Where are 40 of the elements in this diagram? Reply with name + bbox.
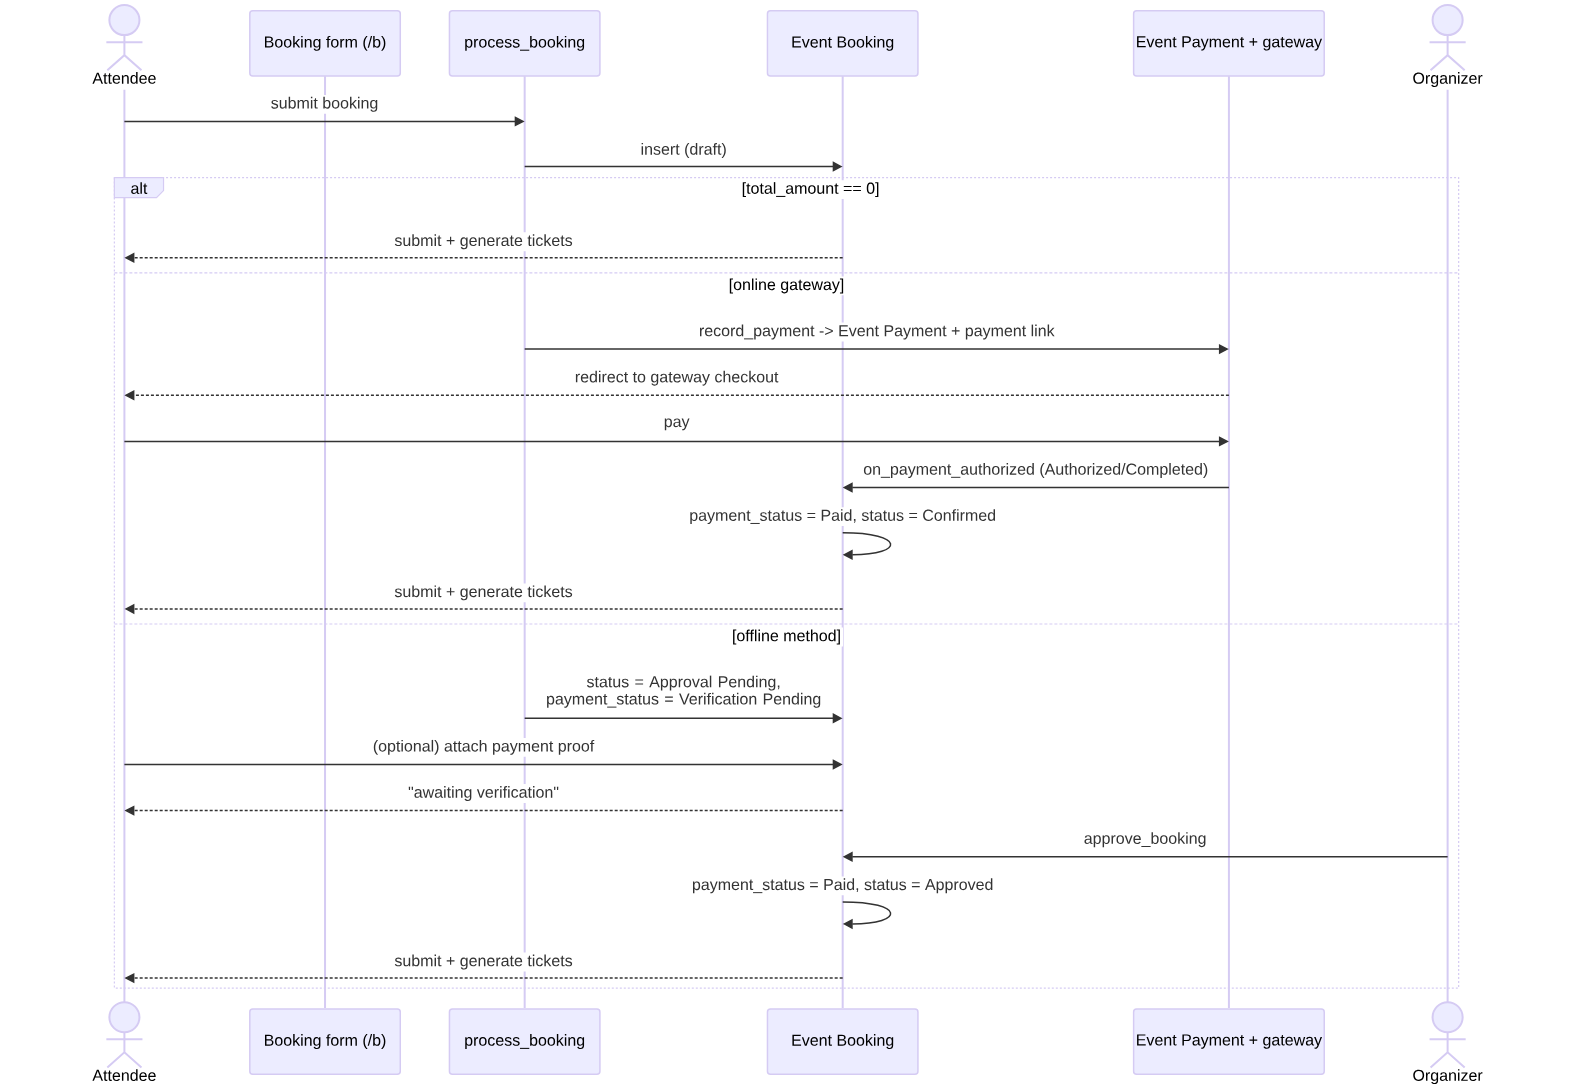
- frame-tab: alt: [113, 176, 165, 199]
- node-label: Organizer: [1413, 72, 1483, 87]
- node-label: Attendee: [92, 72, 156, 84]
- lifeline: [1227, 76, 1230, 1009]
- guard-label: [total_amount == 0]: [739, 180, 882, 200]
- actor: Organizer: [1413, 4, 1483, 87]
- node-label: Organizer: [1413, 1069, 1483, 1084]
- participant-box: Booking form (/b): [249, 1008, 402, 1075]
- message-label: pay: [661, 416, 692, 433]
- message-label: submit + generate tickets: [392, 583, 575, 603]
- message-label: status = Approval Pending, payment_status = Verification Pending: [535, 673, 833, 710]
- participant-box: Event Payment + gateway: [1132, 1008, 1325, 1075]
- message-label: (optional) attach payment proof: [370, 737, 597, 757]
- loop-arrow: [841, 531, 892, 560]
- loop-arrow: [841, 901, 892, 930]
- message-label: submit + generate tickets: [392, 952, 575, 972]
- message-label: "awaiting verification": [406, 784, 562, 803]
- actor: Organizer: [1413, 1001, 1483, 1084]
- participant-box: Event Booking: [766, 10, 919, 77]
- message-label: on_payment_authorized (Authorized/Completed): [861, 461, 1211, 480]
- message-label: payment_status = Paid, status = Approved: [689, 876, 996, 896]
- message-label: payment_status = Paid, status = Confirmed: [687, 507, 999, 527]
- node-label: Attendee: [92, 1069, 156, 1081]
- message-label: redirect to gateway checkout: [572, 368, 781, 388]
- message-label: approve_booking: [1081, 830, 1209, 850]
- message-label: insert (draft): [638, 141, 729, 160]
- message-label: record_payment -> Event Payment + payment link: [696, 322, 1057, 342]
- lifeline: [1446, 89, 1449, 1003]
- participant-box: process_booking: [448, 10, 601, 77]
- guard-label: [offline method]: [729, 627, 844, 647]
- message-label: submit booking: [268, 94, 381, 114]
- participant-box: Event Booking: [766, 1008, 919, 1075]
- participant-box: Booking form (/b): [249, 10, 402, 77]
- participant-box: Event Payment + gateway: [1132, 10, 1325, 77]
- participant-box: process_booking: [448, 1008, 601, 1075]
- actor: Attendee: [92, 1001, 156, 1081]
- actor: Attendee: [92, 4, 156, 84]
- message-label: submit + generate tickets: [392, 232, 575, 252]
- lifeline: [123, 89, 126, 1003]
- guard-label: [online gateway]: [726, 276, 847, 296]
